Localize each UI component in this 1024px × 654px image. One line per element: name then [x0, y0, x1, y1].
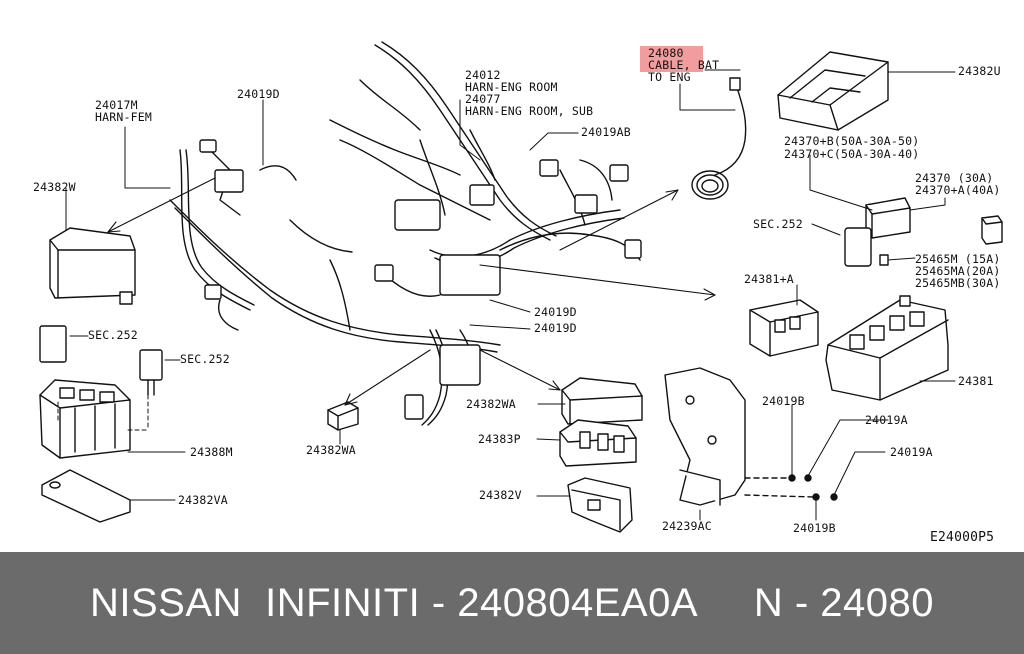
- relays-sec252-left: [39, 325, 163, 396]
- label-24019A-1: 24019A: [865, 413, 908, 427]
- label-24019D-top: 24019D: [237, 87, 280, 101]
- label-24383P: 24383P: [478, 432, 521, 446]
- label-24382W: 24382W: [33, 180, 76, 194]
- label-24382U: 24382U: [958, 64, 1001, 78]
- label-24019D-mid-2: 24019D: [534, 321, 577, 335]
- battery-cable-24080: [691, 77, 747, 200]
- label-24019B-top: 24019B: [762, 394, 805, 408]
- bracket-24239AC: [664, 367, 746, 506]
- label-24370C: 24370+C(50A-30A-40): [784, 147, 920, 161]
- bolts-24019: [744, 474, 838, 501]
- label-24382V: 24382V: [479, 488, 522, 502]
- highlight-24080: [640, 46, 703, 72]
- label-24019AB: 24019AB: [581, 125, 631, 139]
- fusible-links-24370: [844, 197, 1003, 267]
- cover-24382WA-left: [327, 401, 359, 431]
- diagram-drawing: [39, 41, 1003, 533]
- label-24370: 24370 (30A): [915, 171, 994, 185]
- label-24381A: 24381+A: [744, 272, 794, 286]
- diagram-code: E24000P5: [930, 530, 995, 545]
- label-24019A-2: 24019A: [890, 445, 933, 459]
- part-number-banner: NISSAN INFINITI - 240804EA0A N - 24080: [0, 552, 1024, 654]
- harness-connectors: [199, 139, 642, 420]
- label-24077: 24077: [465, 92, 501, 106]
- cover-24382U: [777, 51, 889, 131]
- parts-diagram: 24080 CABLE, BAT TO ENG 24382U 24012 HAR…: [33, 41, 1003, 545]
- label-sec252-right: SEC.252: [753, 217, 803, 231]
- label-24382WA-right: 24382WA: [466, 397, 516, 411]
- label-24382WA-left: 24382WA: [306, 443, 356, 457]
- label-24019D-mid-1: 24019D: [534, 305, 577, 319]
- label-25465MA: 25465MA(20A): [915, 264, 1001, 278]
- label-24370B: 24370+B(50A-30A-50): [784, 134, 920, 148]
- leader-lines: [57, 69, 956, 521]
- label-24017M: 24017M: [95, 98, 138, 112]
- label-24080-desc-1: CABLE, BAT: [648, 58, 720, 72]
- relay-box-24381: [825, 295, 949, 401]
- label-24080: 24080: [648, 46, 684, 60]
- label-sec252-left-2: SEC.252: [180, 352, 230, 366]
- box-24382W: [49, 227, 136, 305]
- label-25465M: 25465M (15A): [915, 252, 1001, 266]
- label-sec252-left-1: SEC.252: [88, 328, 138, 342]
- label-24382VA: 24382VA: [178, 493, 228, 507]
- label-24012-desc: HARN-ENG ROOM: [465, 80, 558, 94]
- label-24077-desc: HARN-ENG ROOM, SUB: [465, 104, 594, 118]
- label-24019B-bottom: 24019B: [793, 521, 836, 535]
- fuse-stack-center: [559, 377, 643, 533]
- part-number-text: NISSAN INFINITI - 240804EA0A N - 24080: [89, 580, 935, 625]
- label-25465MB: 25465MB(30A): [915, 276, 1001, 290]
- label-24388M: 24388M: [190, 445, 233, 459]
- label-24370A: 24370+A(40A): [915, 183, 1001, 197]
- label-24012: 24012: [465, 68, 501, 82]
- label-24080-desc-2: TO ENG: [648, 70, 691, 84]
- relay-box-24388M: [39, 379, 131, 459]
- label-24239AC: 24239AC: [662, 519, 712, 533]
- plate-24382VA: [41, 469, 131, 523]
- fuse-block-24381A: [749, 299, 819, 357]
- label-24381: 24381: [958, 374, 994, 388]
- label-24017M-desc: HARN-FEM: [95, 110, 152, 124]
- direction-arrows: [107, 177, 716, 406]
